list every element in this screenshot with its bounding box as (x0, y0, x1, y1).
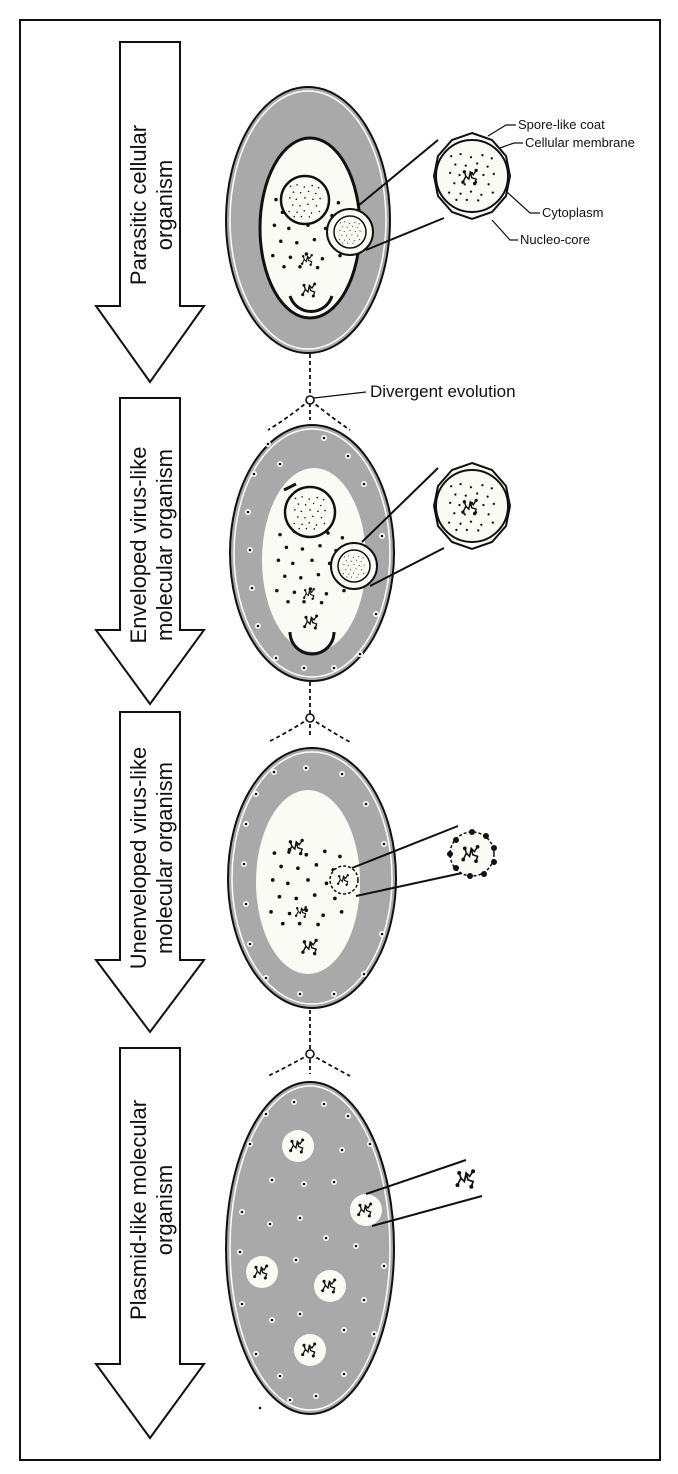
divergence-node (306, 396, 314, 404)
divergent-evolution-label: Divergent evolution (370, 382, 516, 401)
unenveloped-cell-illustration (228, 748, 396, 1008)
plasmid-cell-illustration (226, 1082, 394, 1414)
stage-label-unenveloped: Unenveloped virus-like molecular organis… (126, 747, 177, 970)
callout-cellular-membrane: Cellular membrane (525, 135, 635, 150)
stage-label-line2: molecular organism (152, 762, 177, 954)
stage-label-line1: Unenveloped virus-like (126, 747, 151, 970)
divergence-node-2 (306, 714, 314, 722)
stage-label-line2: organism (152, 1165, 177, 1255)
stage-label-line2: organism (152, 160, 177, 250)
stage-label-line1: Plasmid-like molecular (126, 1100, 151, 1320)
divergence-node-3 (306, 1050, 314, 1058)
stage-label-enveloped: Enveloped virus-like molecular organism (126, 447, 177, 644)
stage-label-line1: Parasitic cellular (126, 125, 151, 285)
stage-label-line1: Enveloped virus-like (126, 447, 151, 644)
enveloped-cell-illustration (230, 425, 394, 681)
callout-cytoplasm: Cytoplasm (542, 205, 603, 220)
stage-label-line2: molecular organism (152, 449, 177, 641)
callout-nucleo-core: Nucleo-core (520, 232, 590, 247)
callout-spore-coat: Spore-like coat (518, 117, 605, 132)
parasitic-cell-illustration (226, 87, 390, 353)
